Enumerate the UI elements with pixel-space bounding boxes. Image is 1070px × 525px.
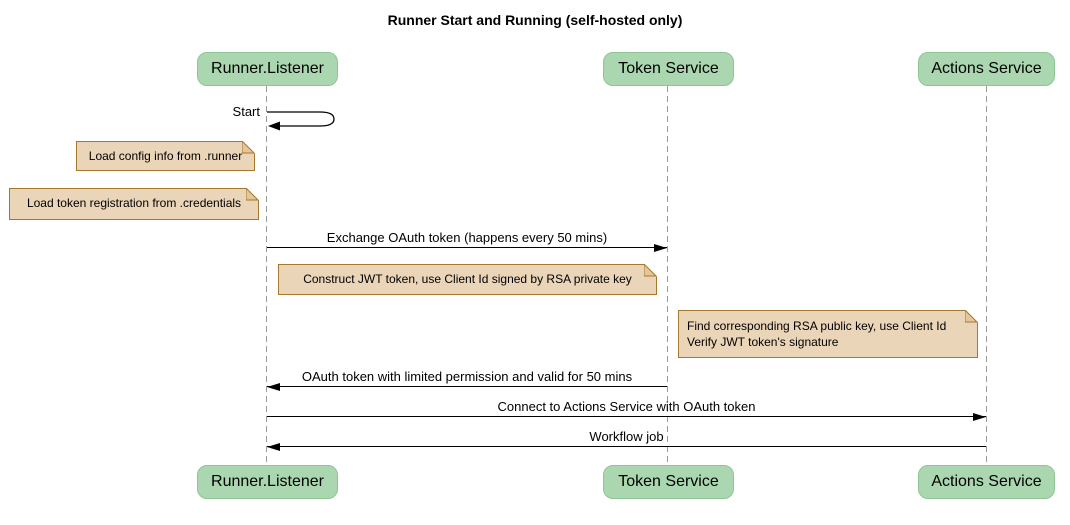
message-exchange-oauth: Exchange OAuth token (happens every 50 m… bbox=[267, 230, 667, 253]
message-line bbox=[267, 416, 986, 418]
note-load-token-registration: Load token registration from .credential… bbox=[9, 188, 259, 220]
message-workflow-job-label: Workflow job bbox=[589, 429, 664, 444]
note-load-token-registration-text: Load token registration from .credential… bbox=[26, 196, 242, 210]
lifeline-actions-service bbox=[986, 86, 987, 465]
message-start-label: Start bbox=[232, 104, 260, 119]
message-workflow-job: Workflow job bbox=[267, 429, 986, 452]
message-oauth-token-return-label: OAuth token with limited permission and … bbox=[301, 369, 633, 384]
message-connect-actions-label: Connect to Actions Service with OAuth to… bbox=[497, 399, 756, 414]
note-load-config: Load config info from .runner bbox=[76, 141, 255, 171]
diagram-title: Runner Start and Running (self-hosted on… bbox=[387, 12, 683, 28]
participant-runner-listener-top: Runner.Listener bbox=[197, 52, 338, 86]
message-connect-actions: Connect to Actions Service with OAuth to… bbox=[267, 399, 986, 422]
message-line bbox=[267, 247, 667, 249]
note-verify-jwt: Find corresponding RSA public key, use C… bbox=[678, 310, 978, 358]
arrowhead-right-icon bbox=[654, 244, 667, 253]
message-line bbox=[267, 386, 667, 388]
note-fold-icon bbox=[644, 264, 657, 277]
note-verify-jwt-line2: Verify JWT token's signature bbox=[687, 335, 839, 349]
note-load-config-text: Load config info from .runner bbox=[88, 149, 243, 163]
arrowhead-right-icon bbox=[973, 413, 986, 422]
note-construct-jwt: Construct JWT token, use Client Id signe… bbox=[278, 264, 657, 295]
note-construct-jwt-text: Construct JWT token, use Client Id signe… bbox=[303, 272, 632, 286]
lifeline-token-service bbox=[667, 86, 668, 465]
lifeline-runner-listener bbox=[266, 86, 267, 465]
participant-token-service-bottom: Token Service bbox=[603, 465, 734, 499]
note-verify-jwt-line1: Find corresponding RSA public key, use C… bbox=[687, 319, 947, 333]
note-fold-icon bbox=[965, 310, 978, 323]
arrowhead-left-icon bbox=[267, 383, 280, 392]
arrowhead-left-icon bbox=[267, 443, 280, 452]
participant-actions-service-top: Actions Service bbox=[918, 52, 1055, 86]
note-fold-icon bbox=[246, 188, 259, 201]
message-exchange-oauth-label: Exchange OAuth token (happens every 50 m… bbox=[326, 230, 608, 245]
participant-runner-listener-bottom: Runner.Listener bbox=[197, 465, 338, 499]
message-oauth-token-return: OAuth token with limited permission and … bbox=[267, 369, 667, 392]
participant-token-service-top: Token Service bbox=[603, 52, 734, 86]
self-message-arrow bbox=[267, 111, 335, 131]
participant-actions-service-bottom: Actions Service bbox=[918, 465, 1055, 499]
message-line bbox=[267, 446, 986, 448]
note-fold-icon bbox=[242, 141, 255, 154]
